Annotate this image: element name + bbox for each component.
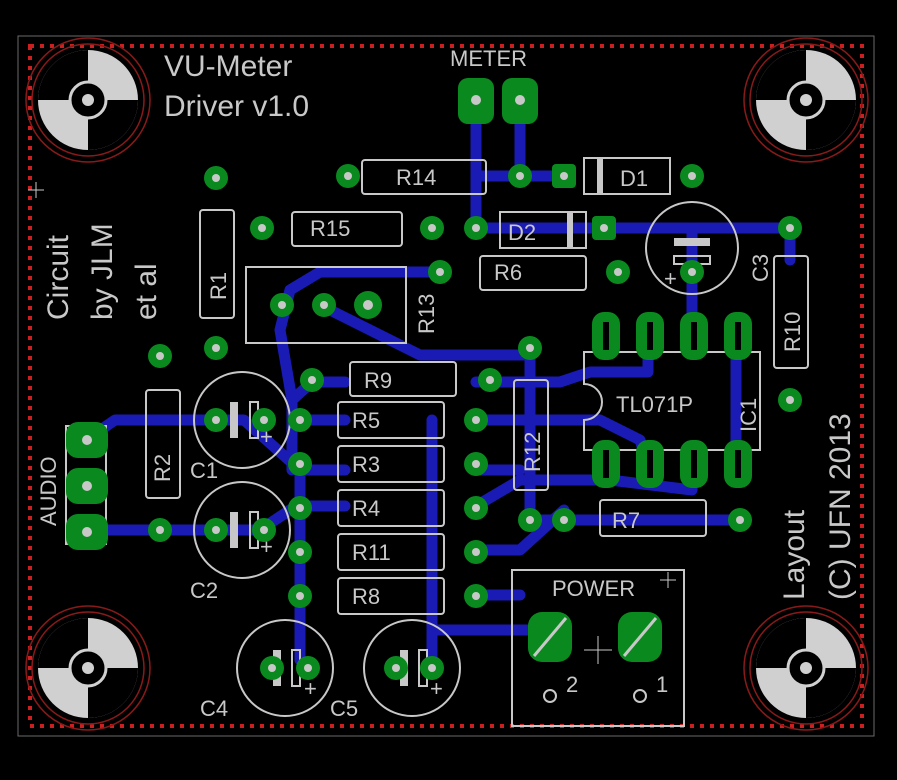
label-r14: R14 bbox=[396, 165, 436, 190]
label-r11: R11 bbox=[352, 540, 391, 565]
label-ic1: IC1 bbox=[736, 398, 761, 432]
label-r3: R3 bbox=[352, 452, 380, 477]
credit-line1: Circuit bbox=[42, 234, 75, 320]
mounting-hole-bottom-left bbox=[25, 605, 151, 731]
label-c4: C4 bbox=[200, 696, 228, 721]
label-c1: C1 bbox=[190, 458, 218, 483]
label-d2: D2 bbox=[508, 220, 536, 245]
layout-credit-line2: (C) UFN 2013 bbox=[824, 413, 857, 600]
meter-connector-label: METER bbox=[450, 46, 527, 71]
label-r13: R13 bbox=[414, 294, 439, 334]
label-r5: R5 bbox=[352, 408, 380, 433]
layout-credit-line1: Layout bbox=[778, 509, 811, 600]
credit-line3: et al bbox=[130, 263, 163, 320]
label-r6: R6 bbox=[494, 260, 522, 285]
label-r1: R1 bbox=[206, 272, 231, 300]
audio-connector-label: AUDIO bbox=[36, 456, 61, 526]
credit-line2: by JLM bbox=[86, 223, 119, 320]
mounting-hole-top-left bbox=[25, 37, 151, 163]
label-r4: R4 bbox=[352, 496, 380, 521]
label-r15: R15 bbox=[310, 216, 350, 241]
power-pin2-label: 2 bbox=[566, 672, 578, 697]
board-dimension-line bbox=[17, 35, 875, 737]
label-r12: R12 bbox=[520, 432, 545, 472]
power-connector-label: POWER bbox=[552, 576, 635, 601]
label-r8: R8 bbox=[352, 584, 380, 609]
board-outline bbox=[28, 44, 864, 728]
origin-markers bbox=[28, 182, 676, 664]
label-c5: C5 bbox=[330, 696, 358, 721]
mounting-hole-top-right bbox=[743, 37, 869, 163]
label-r9: R9 bbox=[364, 368, 392, 393]
label-c2: C2 bbox=[190, 578, 218, 603]
svg-text:+: + bbox=[304, 676, 317, 701]
label-ic1-part: TL071P bbox=[616, 392, 693, 417]
label-d1: D1 bbox=[620, 166, 648, 191]
mounting-hole-bottom-right bbox=[743, 605, 869, 731]
label-r7: R7 bbox=[612, 508, 640, 533]
label-r2: R2 bbox=[150, 454, 175, 482]
board-title-line1: VU-Meter bbox=[164, 50, 292, 83]
pads bbox=[66, 78, 802, 703]
label-c3: C3 bbox=[748, 254, 773, 282]
svg-text:+: + bbox=[430, 676, 443, 701]
power-pin1-label: 1 bbox=[656, 672, 668, 697]
board-title-line2: Driver v1.0 bbox=[164, 90, 309, 123]
svg-text:+: + bbox=[664, 266, 677, 291]
label-r10: R10 bbox=[780, 312, 805, 352]
